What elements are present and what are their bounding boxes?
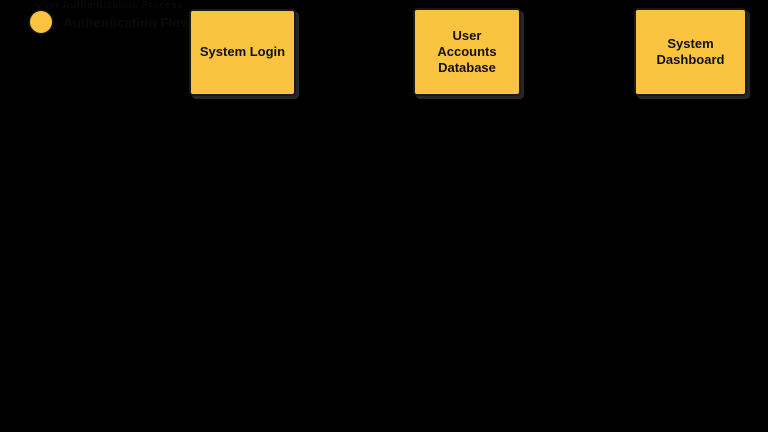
legend-label: Authentication Flow <box>63 14 192 30</box>
diagram-caption: User Authentication Process <box>36 0 184 11</box>
diagram-node-system-dashboard[interactable]: System Dashboard <box>634 8 747 96</box>
legend-dot-icon <box>30 11 52 33</box>
diagram-node-system-login[interactable]: System Login <box>189 9 296 96</box>
diagram-empty-area <box>0 110 768 432</box>
node-label: User Accounts Database <box>437 27 497 76</box>
diagram-node-user-accounts-database[interactable]: User Accounts Database <box>413 8 521 96</box>
node-label: System Login <box>199 44 286 60</box>
diagram-legend: Authentication Flow <box>30 6 191 38</box>
node-label: System Dashboard <box>656 35 725 67</box>
